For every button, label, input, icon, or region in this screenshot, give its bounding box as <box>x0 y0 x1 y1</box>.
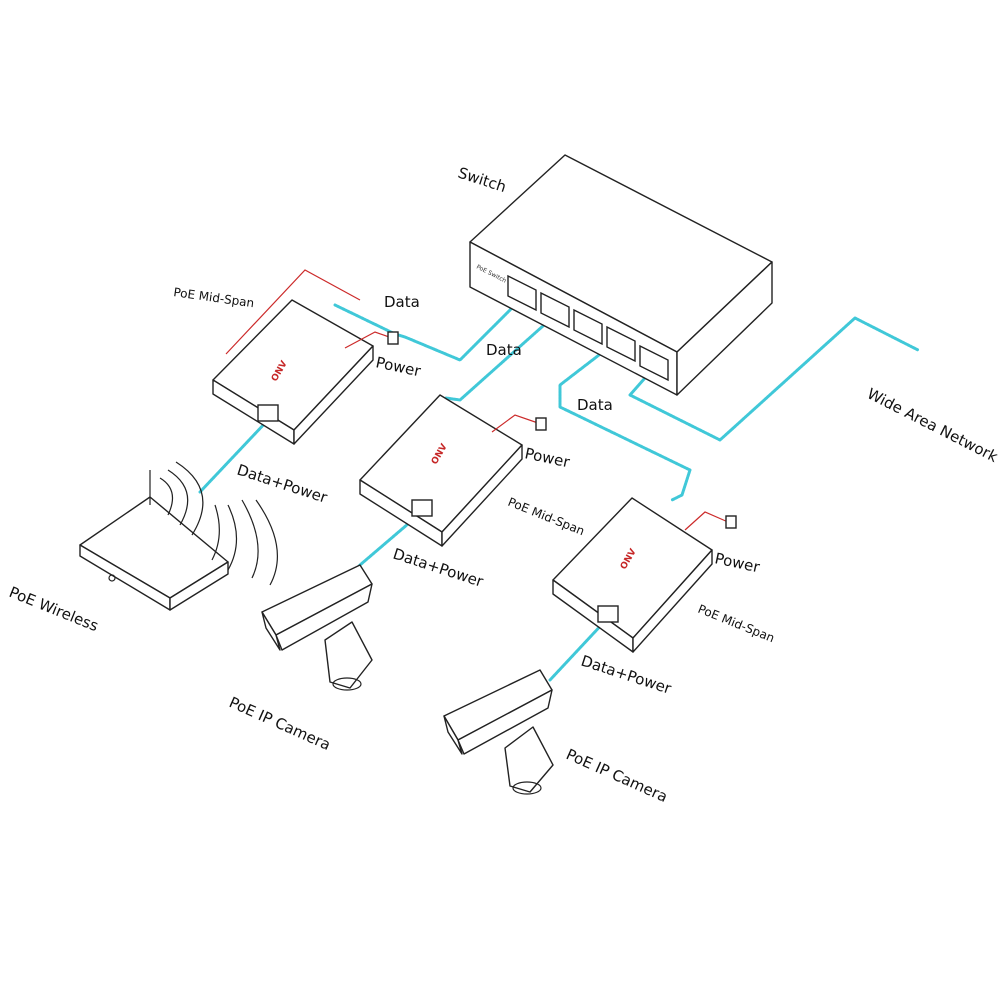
label-ip-camera-1: PoE IP Camera <box>226 693 333 754</box>
label-data-power-1: Data+Power <box>235 461 331 507</box>
label-power-2: Power <box>523 444 572 471</box>
midspan-2-port[interactable] <box>411 499 433 517</box>
label-data-power-3: Data+Power <box>579 652 675 698</box>
label-data-3: Data <box>577 396 613 414</box>
label-switch: Switch <box>456 164 509 196</box>
label-wan: Wide Area Network <box>864 385 1000 467</box>
label-midspan-2: PoE Mid-Span <box>506 495 587 538</box>
midspan-1-stripe <box>225 269 361 355</box>
cable-midspan-3-to-camera-2 <box>548 618 608 682</box>
midspan-1: ONV <box>212 269 399 445</box>
label-power-3: Power <box>713 549 762 576</box>
midspan-3-power-cord <box>684 511 729 531</box>
poe-switch: PoE Switch <box>469 154 773 396</box>
wireless-signal-icon-right <box>211 499 278 586</box>
switch-port-uplink[interactable] <box>639 344 669 382</box>
midspan-3: ONV <box>552 497 737 653</box>
cable-wan <box>628 316 920 442</box>
label-data-1: Data <box>384 293 420 311</box>
ip-camera-1 <box>261 564 373 691</box>
cable-switch-to-midspan-1 <box>333 301 519 362</box>
wireless-led <box>108 574 116 582</box>
label-data-power-2: Data+Power <box>391 545 487 591</box>
midspan-3-port[interactable] <box>597 605 619 623</box>
switch-port-2[interactable] <box>540 291 570 329</box>
poe-wireless-device <box>79 461 278 611</box>
label-data-2: Data <box>486 341 522 359</box>
label-ip-camera-2: PoE IP Camera <box>563 745 670 806</box>
wireless-signal-icon <box>149 461 204 536</box>
ip-camera-2 <box>443 669 554 795</box>
cable-switch-to-midspan-2 <box>444 315 555 402</box>
label-midspan-3: PoE Mid-Span <box>696 602 777 645</box>
midspan-2: ONV <box>359 394 547 547</box>
midspan-1-port[interactable] <box>257 404 279 422</box>
midspan-1-power-cord <box>344 331 393 349</box>
label-midspan-1: PoE Mid-Span <box>173 285 256 310</box>
switch-port-4[interactable] <box>606 325 636 363</box>
midspan-3-power-plug <box>725 515 737 529</box>
switch-port-1[interactable] <box>507 274 537 312</box>
midspan-2-power-cord <box>491 414 539 433</box>
midspan-1-power-plug <box>387 331 399 345</box>
switch-port-3[interactable] <box>573 308 603 346</box>
label-poe-wireless: PoE Wireless <box>7 583 102 635</box>
cable-midspan-1-to-wireless <box>198 418 270 494</box>
label-power-1: Power <box>374 353 423 380</box>
midspan-2-power-plug <box>535 417 547 431</box>
cable-switch-to-midspan-3 <box>558 343 692 502</box>
